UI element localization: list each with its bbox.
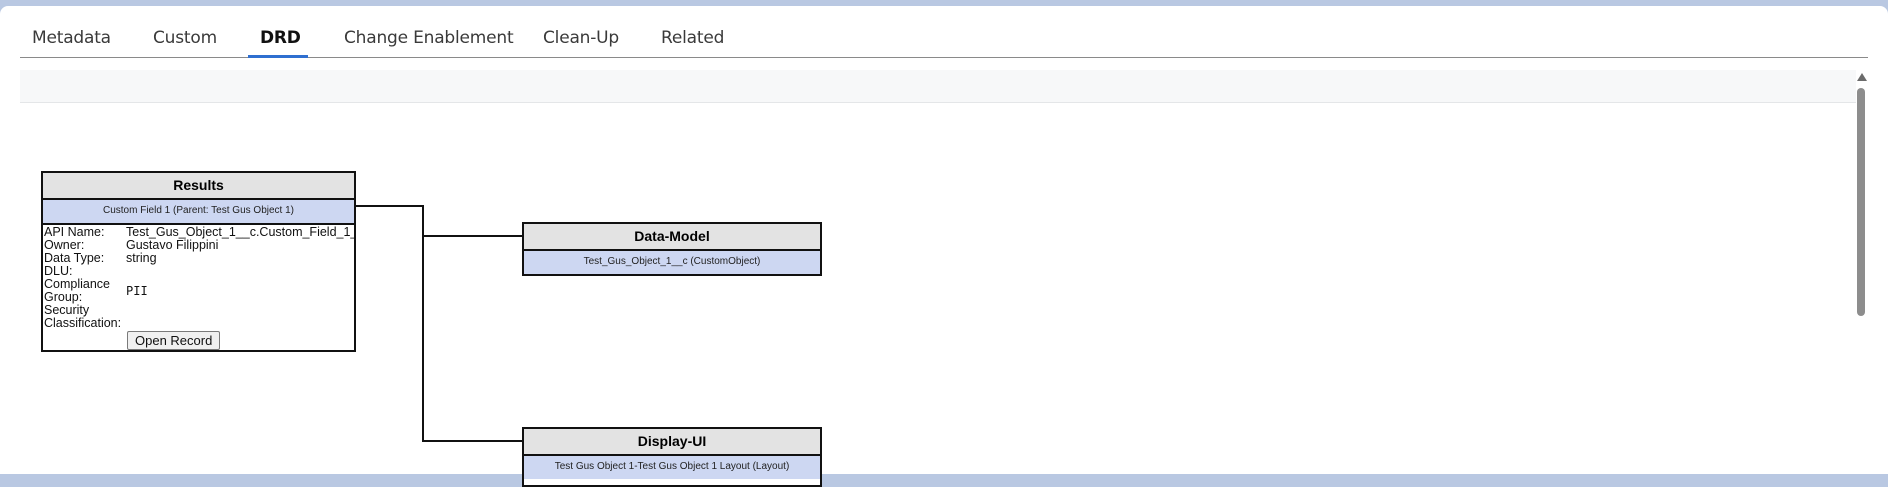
tab-clean-up[interactable]: Clean-Up [543,28,620,48]
property-value: Gustavo Filippini [126,239,219,252]
property-row: Compliance Group: PII [44,278,354,304]
property-value: PII [126,284,148,298]
property-row: API Name: Test_Gus_Object_1__c.Custom_Fi… [44,226,354,239]
connector-line [422,235,522,237]
results-node: Results Custom Field 1 (Parent: Test Gus… [41,171,356,352]
scroll-thumb[interactable] [1857,88,1865,316]
display-ui-node[interactable]: Display-UI Test Gus Object 1-Test Gus Ob… [522,427,822,487]
property-row: Owner: Gustavo Filippini [44,239,354,252]
canvas-toolbar-strip [20,70,1856,103]
active-tab-indicator [248,55,308,58]
tab-drd[interactable]: DRD [260,28,301,48]
tab-custom[interactable]: Custom [153,28,217,48]
property-label: Owner: [44,238,85,252]
connector-line [422,205,424,442]
node-title: Data-Model [524,224,820,251]
vertical-scrollbar[interactable] [1854,70,1868,474]
node-properties: API Name: Test_Gus_Object_1__c.Custom_Fi… [43,225,354,351]
property-value: string [126,252,157,265]
property-label: API Name: [44,225,105,239]
open-record-button[interactable]: Open Record [127,331,221,350]
connector-line [356,205,424,207]
property-value: Test_Gus_Object_1__c.Custom_Field_1__c [126,226,354,239]
scroll-up-arrow-icon[interactable] [1857,73,1867,81]
tab-bar: Metadata Custom DRD Change Enablement Cl… [20,12,1868,58]
tab-metadata[interactable]: Metadata [32,28,111,48]
node-subtitle: Test_Gus_Object_1__c (CustomObject) [524,251,820,274]
node-subtitle: Test Gus Object 1-Test Gus Object 1 Layo… [524,456,820,479]
property-row: DLU: [44,265,354,278]
property-label: Compliance Group: [44,277,111,304]
tab-related[interactable]: Related [661,28,725,48]
node-title: Display-UI [524,429,820,456]
property-label: Security Classification: [44,303,122,330]
property-label: DLU: [44,264,73,278]
data-model-node[interactable]: Data-Model Test_Gus_Object_1__c (CustomO… [522,222,822,276]
property-label: Data Type: [44,251,105,265]
property-row: Data Type: string [44,252,354,265]
connector-line [422,440,522,442]
property-row: Security Classification: [44,304,354,330]
node-subtitle: Custom Field 1 (Parent: Test Gus Object … [43,200,354,225]
node-title: Results [43,173,354,200]
tab-change-enablement[interactable]: Change Enablement [344,28,514,48]
